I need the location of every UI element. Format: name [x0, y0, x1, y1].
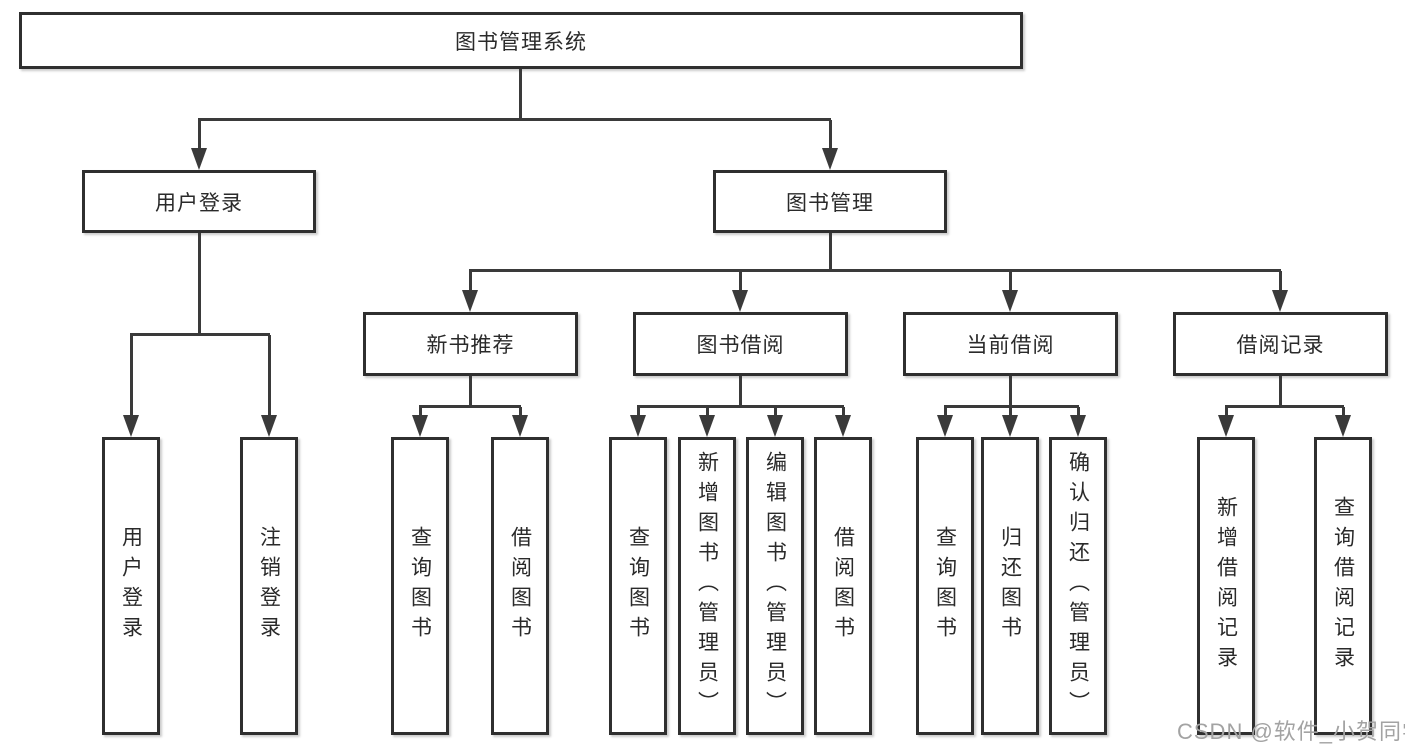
leaf-box-user-login: 用户登录	[102, 437, 160, 735]
connector-leaf-drop	[1077, 407, 1080, 417]
arrowhead-icon	[462, 290, 478, 312]
leaf-nb-query-books-label: 查询图书	[408, 526, 432, 646]
connector-leaf-drop	[519, 407, 522, 417]
leaf-user-login-label: 用户登录	[119, 526, 143, 646]
arrowhead-icon	[1272, 290, 1288, 312]
connector-sections-bus	[469, 269, 1281, 272]
arrowhead-icon	[767, 415, 783, 437]
leaf-box-bb-add-book-admin: 新增图书（管理员）	[678, 437, 736, 735]
arrowhead-icon	[1070, 415, 1086, 437]
arrowhead-icon	[699, 415, 715, 437]
connector-leaf-drop	[842, 407, 845, 417]
section-borrow-records-label: 借阅记录	[1236, 334, 1325, 357]
connector-section-drop	[739, 271, 742, 293]
leaf-box-cb-return-book: 归还图书	[981, 437, 1039, 735]
arrowhead-icon	[835, 415, 851, 437]
leaf-box-bb-borrow-books: 借阅图书	[814, 437, 872, 735]
arrowhead-icon	[1002, 415, 1018, 437]
section-box-book-borrow: 图书借阅	[633, 312, 848, 376]
leaf-box-nb-query-books: 查询图书	[391, 437, 449, 735]
leaf-cb-confirm-return-admin-label: 确认归还（管理员）	[1066, 451, 1090, 721]
connector-children-bus	[637, 405, 844, 408]
leaf-nb-borrow-books-label: 借阅图书	[508, 526, 532, 646]
arrowhead-icon	[1002, 290, 1018, 312]
connector-leaf-drop	[637, 407, 640, 417]
leaf-bb-borrow-books-label: 借阅图书	[831, 526, 855, 646]
branch-box-user-login: 用户登录	[82, 170, 316, 233]
section-box-new-book-recommend: 新书推荐	[363, 312, 578, 376]
connector-root-stub	[519, 69, 522, 121]
connector-section-stub	[469, 376, 472, 407]
connector-level2-bus	[198, 118, 831, 121]
leaf-box-nb-borrow-books: 借阅图书	[491, 437, 549, 735]
section-new-book-recommend-label: 新书推荐	[426, 334, 515, 357]
connector-user-login-stub	[198, 233, 201, 336]
leaf-br-query-record-label: 查询借阅记录	[1331, 496, 1355, 676]
arrowhead-icon	[732, 290, 748, 312]
arrowhead-icon	[261, 415, 277, 437]
connector-children-bus	[944, 405, 1079, 408]
connector-leaf-drop	[1342, 407, 1345, 417]
connector-leaf-drop	[419, 407, 422, 417]
connector-book-mgmt-stub	[829, 233, 832, 272]
leaf-box-bb-edit-book-admin: 编辑图书（管理员）	[746, 437, 804, 735]
root-box-library-system: 图书管理系统	[19, 12, 1023, 69]
arrowhead-icon	[1218, 415, 1234, 437]
section-book-borrow-label: 图书借阅	[696, 334, 785, 357]
connector-section-drop	[469, 271, 472, 293]
arrowhead-icon	[937, 415, 953, 437]
connector-book-mgmt-drop	[829, 120, 832, 151]
leaf-box-br-query-record: 查询借阅记录	[1314, 437, 1372, 735]
connector-leaf-drop	[706, 407, 709, 417]
arrowhead-icon	[630, 415, 646, 437]
connector-user-login-bus	[130, 333, 270, 336]
connector-leaf-drop	[1009, 407, 1012, 417]
connector-leaf-drop	[774, 407, 777, 417]
leaf-bb-add-book-admin-label: 新增图书（管理员）	[695, 451, 719, 721]
arrowhead-icon	[123, 415, 139, 437]
leaf-cb-query-books-label: 查询图书	[933, 526, 957, 646]
connector-section-stub	[739, 376, 742, 407]
connector-section-drop	[1009, 271, 1012, 293]
connector-children-bus	[1225, 405, 1344, 408]
branch-box-book-mgmt: 图书管理	[713, 170, 947, 233]
section-box-borrow-records: 借阅记录	[1173, 312, 1388, 376]
section-current-borrow-label: 当前借阅	[966, 334, 1055, 357]
connector-user-login-drop	[198, 120, 201, 151]
leaf-box-bb-query-books: 查询图书	[609, 437, 667, 735]
leaf-bb-edit-book-admin-label: 编辑图书（管理员）	[763, 451, 787, 721]
leaf-logout-label: 注销登录	[257, 526, 281, 646]
connector-section-drop	[1279, 271, 1282, 293]
leaf-box-br-add-record: 新增借阅记录	[1197, 437, 1255, 735]
section-box-current-borrow: 当前借阅	[903, 312, 1118, 376]
connector-leaf-drop	[268, 335, 271, 418]
connector-section-stub	[1279, 376, 1282, 407]
branch-user-login-label: 用户登录	[155, 191, 243, 215]
arrowhead-icon	[191, 148, 207, 170]
leaf-box-cb-confirm-return-admin: 确认归还（管理员）	[1049, 437, 1107, 735]
connector-leaf-drop	[944, 407, 947, 417]
leaf-br-add-record-label: 新增借阅记录	[1214, 496, 1238, 676]
leaf-box-cb-query-books: 查询图书	[916, 437, 974, 735]
connector-leaf-drop	[130, 335, 133, 418]
arrowhead-icon	[512, 415, 528, 437]
root-label: 图书管理系统	[455, 30, 587, 54]
leaf-cb-return-book-label: 归还图书	[998, 526, 1022, 646]
leaf-bb-query-books-label: 查询图书	[626, 526, 650, 646]
connector-leaf-drop	[1225, 407, 1228, 417]
connector-children-bus	[419, 405, 521, 408]
branch-book-mgmt-label: 图书管理	[786, 191, 874, 215]
connector-section-stub	[1009, 376, 1012, 407]
arrowhead-icon	[1335, 415, 1351, 437]
arrowhead-icon	[412, 415, 428, 437]
watermark: CSDN @软件_小贺同学	[1177, 719, 1405, 744]
leaf-box-logout: 注销登录	[240, 437, 298, 735]
arrowhead-icon	[822, 148, 838, 170]
